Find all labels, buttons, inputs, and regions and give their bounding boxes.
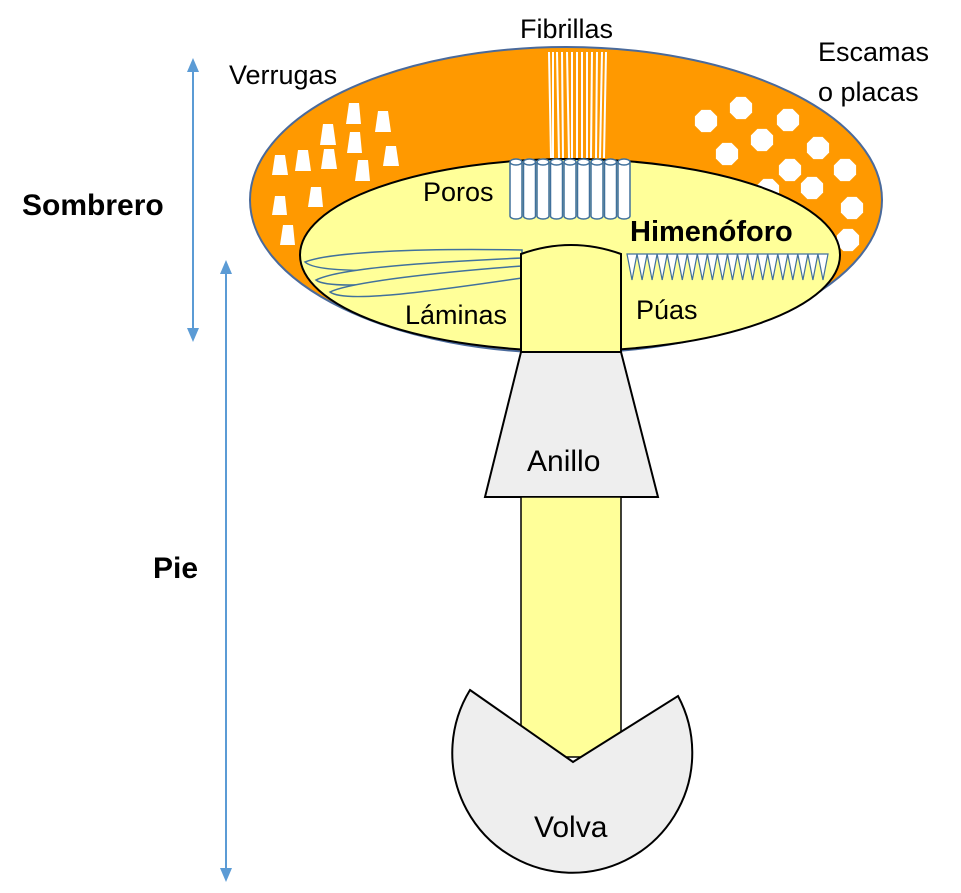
pore-cylinder xyxy=(576,158,591,220)
label-anillo: Anillo xyxy=(527,445,601,478)
fibrillas-fibers xyxy=(548,51,607,159)
pie-arrow xyxy=(220,260,232,882)
scale-shape xyxy=(715,142,739,166)
scale-shape xyxy=(694,109,718,133)
pore-cylinder xyxy=(563,158,577,220)
label-verrugas: Verrugas xyxy=(229,60,338,90)
spine-row xyxy=(626,253,829,281)
label-himenoforo: Himenóforo xyxy=(630,216,793,248)
poros-cylinders xyxy=(509,158,631,220)
scale-shape xyxy=(836,228,860,252)
scale-shape xyxy=(806,136,830,160)
label-escamas-line2: o placas xyxy=(818,77,919,107)
verrugas-warts xyxy=(272,103,399,245)
sombrero-arrow xyxy=(187,58,199,342)
pore-cylinder xyxy=(549,158,564,220)
scale-shape xyxy=(800,176,824,200)
stem-body xyxy=(520,496,622,758)
label-poros: Poros xyxy=(423,177,494,207)
scale-shape xyxy=(729,96,753,120)
scale-shape xyxy=(840,196,864,220)
label-sombrero: Sombrero xyxy=(22,189,164,222)
scale-shape xyxy=(778,158,802,182)
volva-cup xyxy=(451,688,694,874)
pore-cylinder xyxy=(603,158,618,220)
pore-cylinder xyxy=(509,158,523,220)
label-fibrillas: Fibrillas xyxy=(520,14,614,44)
scale-shape xyxy=(750,128,774,152)
laminas-gills xyxy=(303,248,523,298)
stem-top xyxy=(520,244,622,353)
label-escamas-line1: Escamas xyxy=(818,37,930,67)
puas-spines xyxy=(626,253,829,281)
label-laminas: Láminas xyxy=(405,300,508,330)
label-puas: Púas xyxy=(636,295,698,325)
scale-shape xyxy=(833,158,857,182)
pore-cylinder xyxy=(590,158,604,220)
anillo-ring xyxy=(483,351,660,498)
label-pie: Pie xyxy=(153,552,199,585)
pore-cylinder xyxy=(617,158,631,220)
pore-cylinder xyxy=(536,158,550,220)
scale-shape xyxy=(776,108,800,132)
label-volva: Volva xyxy=(534,811,608,844)
pore-cylinder xyxy=(522,158,537,220)
